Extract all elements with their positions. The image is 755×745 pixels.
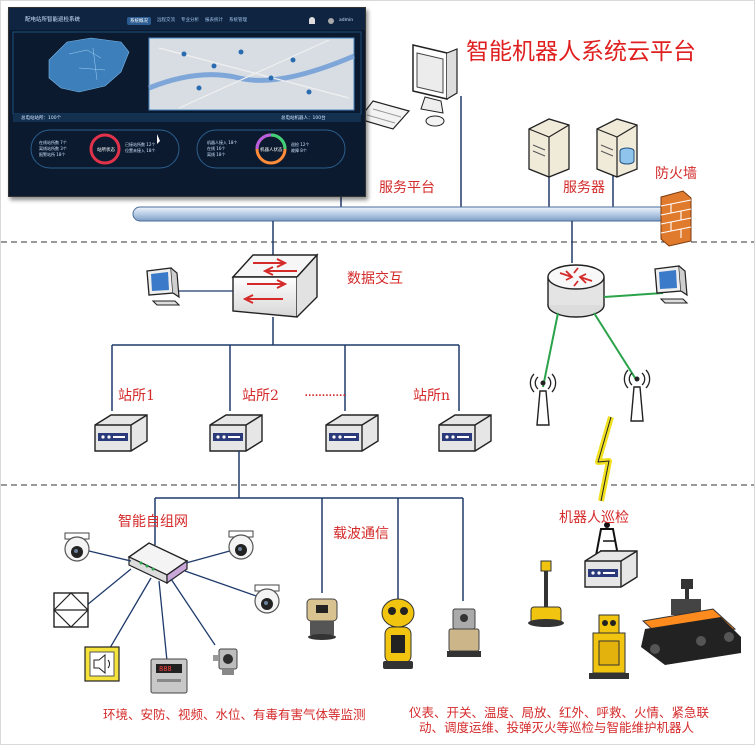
dashboard-station-status: 站所状态 (97, 148, 115, 153)
switch-icon (231, 253, 319, 318)
dome-camera-icon (228, 530, 254, 560)
dashboard-tab-remote[interactable]: 远程交流 (157, 18, 175, 23)
dashboard-tab-analysis[interactable]: 专业分析 (181, 18, 199, 23)
speaker-icon (84, 646, 120, 682)
service-platform-label: 服务平台 (379, 180, 435, 196)
inspection-robot-icon (528, 560, 564, 627)
ad-hoc-gateway-icon (127, 542, 189, 585)
station1-label: 站所1 (118, 388, 155, 404)
gas-detector-icon (213, 648, 238, 675)
stationn-label: 站所n (413, 388, 451, 404)
dashboard-graphics (9, 8, 365, 169)
station-device-icon (438, 414, 492, 452)
robot-icon (381, 598, 415, 669)
inspection-station-icon (584, 550, 638, 588)
station-device-icon (325, 414, 379, 452)
robot-inspection-label: 机器人巡检 (559, 510, 629, 526)
footnote-right-line1: 仪表、开关、温度、局放、红外、呼救、火情、紧急联 (409, 705, 710, 720)
firewall-label: 防火墙 (655, 166, 697, 182)
svg-text:888: 888 (159, 665, 172, 673)
station2-label: 站所2 (242, 388, 279, 404)
inspection-robot-icon (589, 614, 629, 679)
robot-icon (447, 608, 481, 657)
dashboard-user[interactable]: admin (339, 18, 354, 23)
station-device-icon (209, 414, 263, 452)
dashboard-tab-overview[interactable]: 系统概况 (127, 17, 151, 25)
sensor-box-icon (53, 592, 89, 628)
antenna-icon (529, 373, 557, 426)
dashboard-robot-status: 机器人状态 (260, 148, 283, 153)
database-server-icon (596, 118, 638, 178)
footnote-right-line2: 动、调度运维、投弹灭火等巡检与智能维护机器人 (419, 720, 695, 735)
ad-hoc-network-label: 智能自组网 (118, 514, 188, 530)
diagram-title: 智能机器人系统云平台 (466, 39, 696, 65)
dashboard-station-total: 总电站站所：100个 (21, 116, 62, 121)
dashboard-tab-settings[interactable]: 系统管理 (229, 18, 247, 23)
server-label: 服务器 (563, 180, 605, 196)
dashboard-screenshot: 配电站所智能巡检系统 系统概况 远程交流 专业分析 报表统计 系统管理 admi… (8, 7, 366, 197)
server-icon (528, 118, 570, 178)
dashboard-station-stat: 在线站所数 7个离线站所数 3个报警站所 18个 (39, 140, 67, 157)
robot-icon (306, 598, 338, 640)
dome-camera-icon (64, 532, 90, 562)
firewall-icon (660, 190, 692, 247)
carrier-comm-label: 载波通信 (333, 526, 389, 542)
workstation-icon (357, 44, 458, 130)
dashboard-app-title: 配电站所智能巡检系统 (25, 17, 81, 23)
monitor-icon (146, 267, 180, 306)
dashboard-station-stat-right: 已接站所数 12个位置未接入 18个 (125, 142, 156, 153)
router-icon (547, 264, 605, 318)
station-device-icon (94, 414, 148, 452)
firefighting-robot-icon (641, 579, 741, 665)
monitor-icon (654, 265, 688, 304)
dashboard-robot-total: 总电站机器人：100台 (281, 116, 326, 121)
antenna-icon (623, 369, 651, 422)
footnote-left: 环境、安防、视频、水位、有毒有害气体等监测 (103, 707, 366, 722)
station-ellipsis: ············ (304, 388, 346, 404)
dashboard-robot-stat: 机器人接入 18个在线 16个离线 18个 (207, 140, 238, 157)
dome-camera-icon (254, 584, 280, 614)
data-exchange-label: 数据交互 (347, 271, 403, 287)
dashboard-tab-reports[interactable]: 报表统计 (205, 18, 223, 23)
dashboard-robot-stat-right: 巡检 12个故障 8个 (291, 142, 310, 153)
display-sensor-icon: 888 (150, 658, 188, 694)
